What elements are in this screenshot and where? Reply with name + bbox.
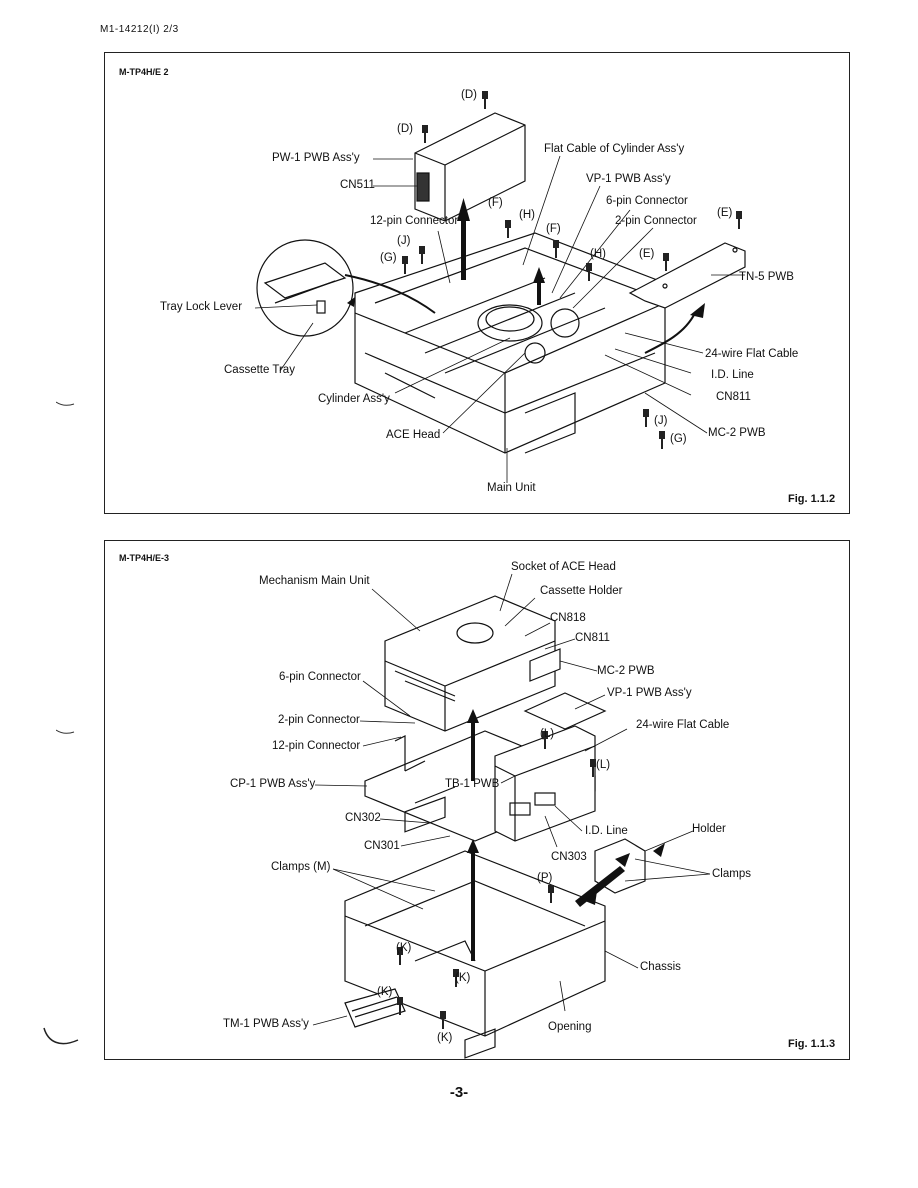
two-pin-connector-label: 2-pin Connector	[278, 714, 360, 726]
cassette-tray-label: Cassette Tray	[224, 364, 295, 376]
screw-d-label: (D)	[461, 89, 477, 101]
screw-d-label: (D)	[397, 123, 413, 135]
cn811-label: CN811	[575, 632, 610, 644]
opening-label: Opening	[548, 1021, 592, 1033]
tm1-pwb-label: TM-1 PWB Ass'y	[223, 1018, 309, 1030]
main-unit-label: Main Unit	[487, 482, 536, 494]
socket-ace-head-label: Socket of ACE Head	[511, 561, 616, 573]
mechanism-exploded-drawing-2	[312, 573, 711, 1059]
flat-cable-cylinder-label: Flat Cable of Cylinder Ass'y	[544, 143, 685, 155]
figure-code: M-TP4H/E 2	[119, 67, 169, 77]
six-pin-connector-label: 6-pin Connector	[606, 195, 688, 207]
tb1-pwb-label: TB-1 PWB	[445, 778, 500, 790]
margin-mark	[56, 401, 75, 406]
cp1-pwb-label: CP-1 PWB Ass'y	[230, 778, 316, 790]
vp1-pwb-label: VP-1 PWB Ass'y	[607, 687, 692, 699]
screw-h-label: (H)	[590, 248, 606, 260]
chassis-label: Chassis	[640, 961, 681, 973]
screw-l-label: (L)	[596, 759, 611, 771]
cn511-label: CN511	[340, 179, 375, 191]
screw-k-label: (K)	[437, 1032, 453, 1044]
cylinder-assy-label: Cylinder Ass'y	[318, 393, 390, 405]
cn811-label: CN811	[716, 391, 751, 403]
tray-lock-lever-label: Tray Lock Lever	[160, 301, 243, 313]
screw-k-label: (K)	[377, 986, 393, 998]
ace-head-label: ACE Head	[386, 429, 441, 441]
flat-cable-24-wire-label: 24-wire Flat Cable	[705, 348, 799, 360]
screw-g-label: (G)	[670, 433, 687, 445]
cn301-label: CN301	[364, 840, 400, 852]
margin-mark	[56, 729, 75, 734]
figure-1-1-3-panel: M-TP4H/E-3 Socket of ACE Head Mechanism …	[104, 540, 850, 1060]
mechanism-exploded-drawing-1	[254, 91, 746, 483]
twelve-pin-connector-label: 12-pin Connector	[370, 215, 459, 227]
figure-caption: Fig. 1.1.2	[788, 493, 836, 505]
screw-e-label: (E)	[717, 207, 733, 219]
pw1-pwb-label: PW-1 PWB Ass'y	[272, 152, 360, 164]
screw-k-label: (K)	[455, 972, 471, 984]
mc2-pwb-label: MC-2 PWB	[708, 427, 766, 439]
screw-g-label: (G)	[380, 252, 397, 264]
screw-j-label: (J)	[397, 235, 411, 247]
flat-cable-24-wire-label: 24-wire Flat Cable	[636, 719, 730, 731]
id-line-label: I.D. Line	[711, 369, 754, 381]
clamps-label: Clamps	[712, 868, 751, 880]
two-pin-connector-label: 2-pin Connector	[615, 215, 697, 227]
mechanism-main-unit-label: Mechanism Main Unit	[259, 575, 370, 587]
six-pin-connector-label: 6-pin Connector	[279, 671, 361, 683]
twelve-pin-connector-label: 12-pin Connector	[272, 740, 361, 752]
screw-j-label: (J)	[654, 415, 668, 427]
screw-l-label: (L)	[540, 728, 555, 740]
document-id: M1-14212(I) 2/3	[100, 24, 179, 35]
cn818-label: CN818	[550, 612, 586, 624]
holder-label: Holder	[692, 823, 726, 835]
screw-p-label: (P)	[537, 872, 553, 884]
figure-code: M-TP4H/E-3	[119, 553, 170, 563]
cn302-label: CN302	[345, 812, 381, 824]
margin-mark	[43, 1027, 79, 1045]
screw-e-label: (E)	[639, 248, 655, 260]
screw-h-label: (H)	[519, 209, 535, 221]
vp1-pwb-label: VP-1 PWB Ass'y	[586, 173, 671, 185]
mc2-pwb-label: MC-2 PWB	[597, 665, 655, 677]
figure-caption: Fig. 1.1.3	[788, 1038, 836, 1050]
tn5-pwb-label: TN-5 PWB	[739, 271, 794, 283]
screw-f-label: (F)	[488, 197, 503, 209]
cassette-holder-label: Cassette Holder	[540, 585, 623, 597]
screw-f-label: (F)	[546, 223, 561, 235]
figure-1-1-2-panel: M-TP4H/E 2 (D) (D) PW-1 PWB Ass'y CN511 …	[104, 52, 850, 514]
cn303-label: CN303	[551, 851, 587, 863]
page-number: -3-	[449, 1084, 469, 1101]
screw-k-label: (K)	[396, 942, 412, 954]
clamps-m-label: Clamps (M)	[271, 861, 331, 873]
id-line-label: I.D. Line	[585, 825, 628, 837]
